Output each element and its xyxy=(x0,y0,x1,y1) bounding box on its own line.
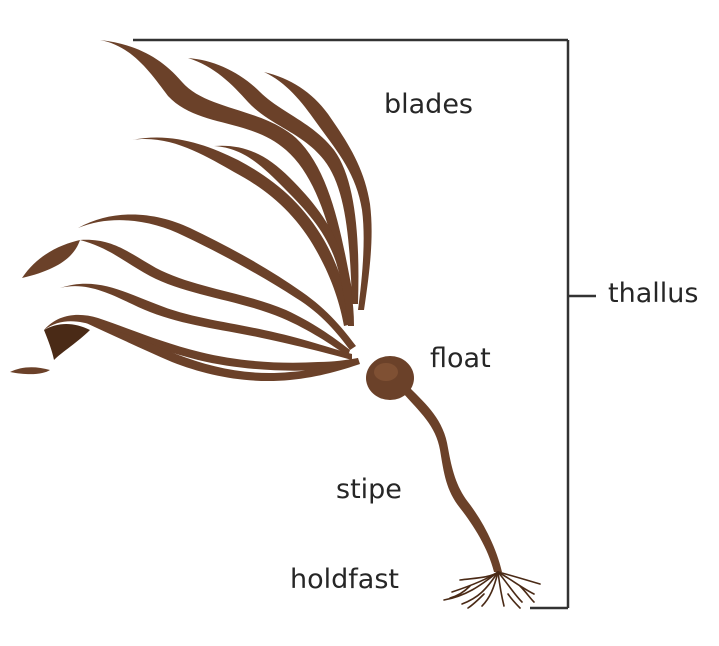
stipe xyxy=(402,388,502,572)
blade-low-6 xyxy=(84,322,360,382)
blades xyxy=(100,40,372,326)
blade-low-4 xyxy=(60,283,352,360)
label-blades: blades xyxy=(384,89,474,120)
holdfast xyxy=(443,571,541,609)
float-highlight xyxy=(374,363,398,381)
label-stipe: stipe xyxy=(336,474,402,505)
blade-low-3 xyxy=(78,214,356,350)
kelp-illustration xyxy=(10,40,541,609)
blade-low-5 xyxy=(44,314,358,371)
label-thallus: thallus xyxy=(608,278,699,309)
label-holdfast: holdfast xyxy=(290,564,399,595)
blade-low-2 xyxy=(80,239,350,356)
blade-top-3 xyxy=(264,72,372,310)
blade-top-2 xyxy=(188,58,359,304)
blade-low-1 xyxy=(22,240,80,278)
blade-mid-2 xyxy=(214,145,354,326)
float xyxy=(366,356,414,400)
label-float: float xyxy=(430,343,491,374)
blade-low-tip xyxy=(44,324,90,360)
blades-lower xyxy=(10,214,360,382)
thallus-bracket xyxy=(133,38,596,610)
blade-low-tail xyxy=(10,367,50,375)
blade-mid-1 xyxy=(132,137,352,326)
